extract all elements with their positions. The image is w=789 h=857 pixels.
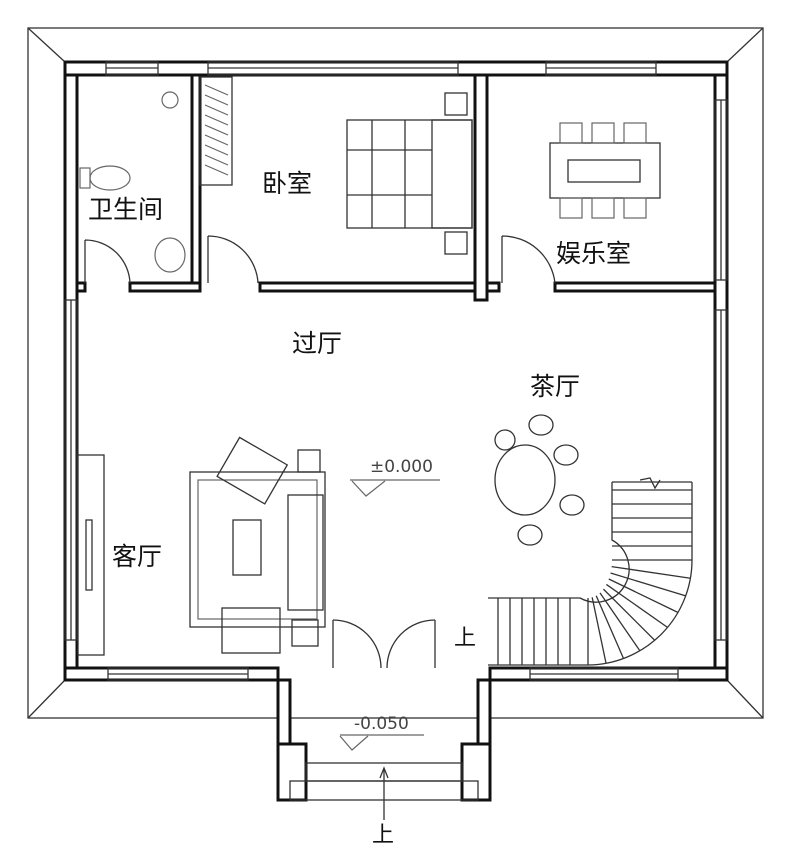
stairs-up-label: 上 [454, 626, 476, 651]
stair-tread [602, 588, 656, 641]
stair-tread [610, 572, 686, 597]
room-label-bathroom: 卫生间 [88, 195, 163, 224]
entertainment-table [549, 122, 661, 219]
stair-tread [595, 595, 625, 659]
elevation-marker-indoor: ±0.000 [350, 457, 440, 497]
stair-tread [606, 583, 669, 629]
spiral-staircase[interactable] [488, 477, 693, 666]
exterior-walls [63, 60, 729, 682]
tea-table-set [494, 414, 585, 546]
elevation-porch: -0.050 [354, 714, 409, 734]
wardrobe [199, 76, 233, 186]
room-label-tea-room: 茶厅 [530, 372, 580, 401]
room-label-entertainment: 娱乐室 [556, 239, 631, 268]
bathroom-fixtures [79, 91, 186, 273]
stair-tread [608, 578, 679, 614]
elevation-indoor: ±0.000 [370, 457, 433, 477]
stair-tread [591, 597, 607, 664]
stair-tread [611, 565, 691, 579]
entrance-up-label: 上 [372, 823, 394, 848]
room-label-bedroom: 卧室 [262, 169, 312, 198]
stair-tread [599, 592, 641, 652]
living-room-furniture [77, 436, 326, 656]
room-label-hall: 过厅 [292, 329, 342, 358]
double-bed [346, 92, 473, 255]
room-label-living-room: 客厅 [112, 542, 162, 571]
interior-walls [75, 73, 717, 302]
elevation-marker-porch: -0.050 [339, 714, 424, 751]
roof-outline [27, 27, 764, 719]
doors [84, 235, 556, 669]
entrance-porch [276, 678, 492, 820]
